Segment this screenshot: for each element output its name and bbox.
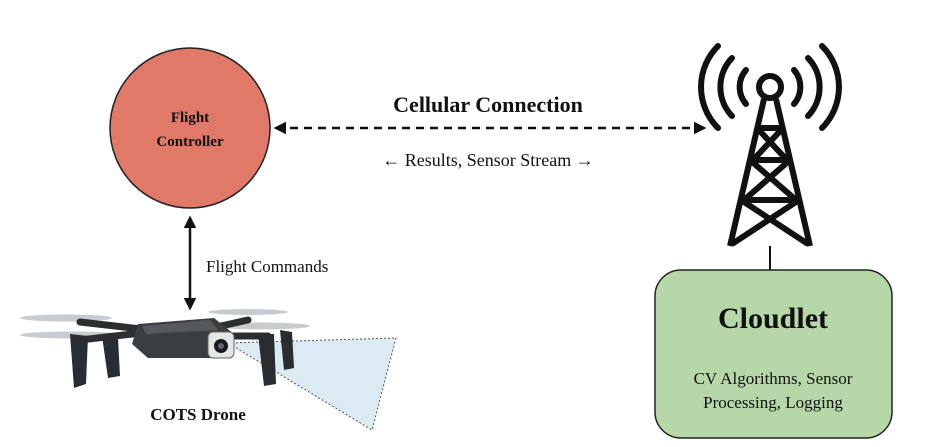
flight-controller-label-line1: Flight <box>171 110 209 126</box>
flight-commands-link: Flight Commands <box>183 215 328 311</box>
cellular-connection-link: Cellular Connection ← Results, Sensor St… <box>273 92 707 170</box>
cloudlet-node: Cloudlet CV Algorithms, Sensor Processin… <box>654 269 893 439</box>
drone-legs <box>70 330 294 388</box>
camera-field-of-view <box>226 337 397 431</box>
cloudlet-title: Cloudlet <box>718 302 828 335</box>
cloudlet-description-line2: Processing, Logging <box>703 393 843 412</box>
flight-commands-label: Flight Commands <box>206 257 328 276</box>
flight-controller-label-line2: Controller <box>156 134 224 150</box>
cell-tower-icon <box>698 43 842 272</box>
flight-controller-node: Flight Controller <box>109 47 271 209</box>
drone-illustration: COTS Drone <box>20 309 397 431</box>
cellular-connection-title: Cellular Connection <box>393 92 583 117</box>
cellular-connection-subtitle: ← Results, Sensor Stream → <box>382 150 594 170</box>
drone-label: COTS Drone <box>150 405 246 424</box>
cloudlet-description-line1: CV Algorithms, Sensor <box>694 369 853 388</box>
